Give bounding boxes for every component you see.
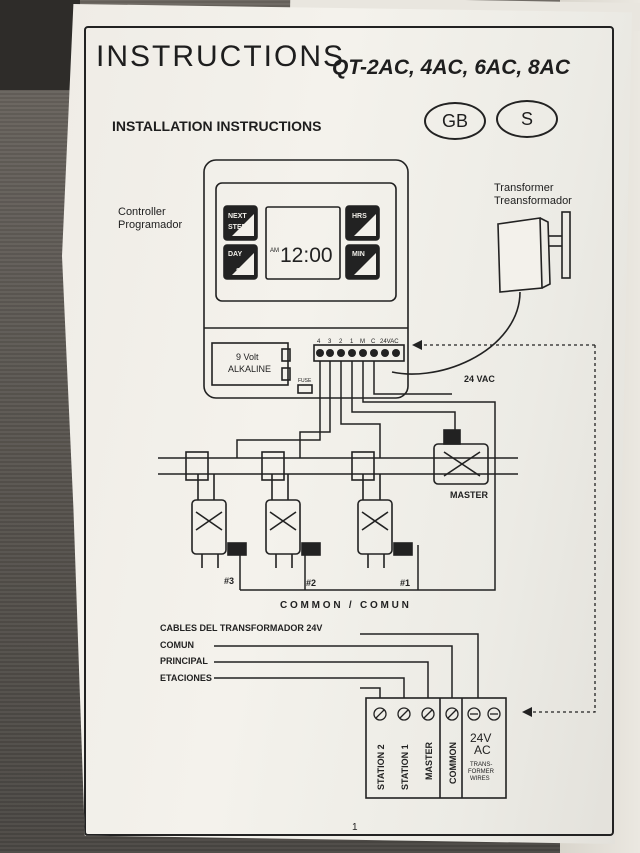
controller-label-es: Programador — [118, 219, 183, 231]
terminal-4: 4 — [317, 339, 321, 345]
transformer-voltage: 24 VAC — [464, 374, 495, 384]
btn-off: OFF — [362, 268, 377, 275]
transformer-label-es: Treansformador — [494, 195, 572, 207]
btn-min: MIN — [352, 251, 365, 258]
terminal-strip — [313, 344, 405, 362]
btn-step: STEP — [228, 224, 247, 231]
language-badge-gb: GB — [424, 102, 486, 140]
power-24v: 24V — [470, 731, 491, 745]
page-number: 1 — [352, 822, 358, 833]
lcd-display — [265, 206, 341, 280]
controller-label-en: Controller — [118, 206, 166, 218]
legend-etaciones: ETACIONES — [160, 673, 212, 683]
legend-comun: COMUN — [160, 640, 194, 650]
pipe — [158, 451, 518, 500]
valve-1 — [357, 499, 413, 568]
terminal-m: M — [360, 339, 365, 345]
btn-hrs: HRS — [352, 213, 367, 220]
instruction-sheet — [62, 4, 632, 844]
fuse-label: FUSE — [298, 378, 312, 384]
fuse — [297, 384, 313, 394]
page-frame — [84, 26, 614, 836]
valve-2-label: #2 — [306, 578, 316, 588]
terminal-c: C — [371, 339, 376, 345]
btn-stn: STN — [236, 268, 250, 275]
battery-type: ALKALINE — [228, 364, 271, 374]
terminal-label-station-1: STATION 1 — [400, 744, 410, 790]
terminal-3: 3 — [328, 339, 332, 345]
transformer — [391, 211, 571, 375]
master-valve — [433, 429, 489, 485]
terminal-1: 1 — [350, 339, 354, 345]
valve-1-label: #1 — [400, 578, 410, 588]
legend-transformer: CABLES DEL TRANSFORMADOR 24V — [160, 623, 322, 633]
battery-volt: 9 Volt — [236, 352, 259, 362]
terminal-label-common: COMMON — [448, 742, 458, 784]
terminal-block — [365, 697, 507, 799]
lcd-time: 12:00 — [280, 244, 333, 267]
legend-principal: PRINCIPAL — [160, 656, 208, 666]
model-numbers: QT-2AC, 4AC, 6AC, 8AC — [332, 56, 571, 79]
dark-corner — [0, 0, 80, 90]
btn-next: NEXT — [228, 213, 247, 220]
power-sub-2: FORMER — [468, 769, 495, 775]
power-ac: AC — [474, 743, 491, 757]
common-label: C O M M O N / C O M U N — [280, 600, 409, 611]
page-title: INSTRUCTIONS — [96, 40, 345, 73]
terminal-label-master: MASTER — [424, 742, 434, 781]
valve-3 — [191, 499, 247, 568]
battery — [211, 342, 289, 386]
lcd-am: AM — [270, 248, 279, 254]
terminal-label-station-2: STATION 2 — [376, 744, 386, 790]
controller-body — [203, 159, 409, 399]
language-badge-s: S — [496, 100, 558, 138]
controller-panel — [215, 182, 397, 302]
power-sub-1: TRANS- — [470, 762, 492, 768]
btn-on: ON — [364, 230, 375, 237]
transformer-label-en: Transformer — [494, 182, 554, 194]
valve-3-label: #3 — [224, 576, 234, 586]
btn-day: DAY — [228, 251, 242, 258]
power-sub-3: WIRES — [470, 776, 490, 782]
terminal-24vac: 24VAC — [380, 339, 399, 345]
section-subtitle: INSTALLATION INSTRUCTIONS — [112, 118, 322, 134]
valve-2 — [265, 499, 321, 568]
master-label: MASTER — [450, 490, 489, 500]
terminal-2: 2 — [339, 339, 343, 345]
